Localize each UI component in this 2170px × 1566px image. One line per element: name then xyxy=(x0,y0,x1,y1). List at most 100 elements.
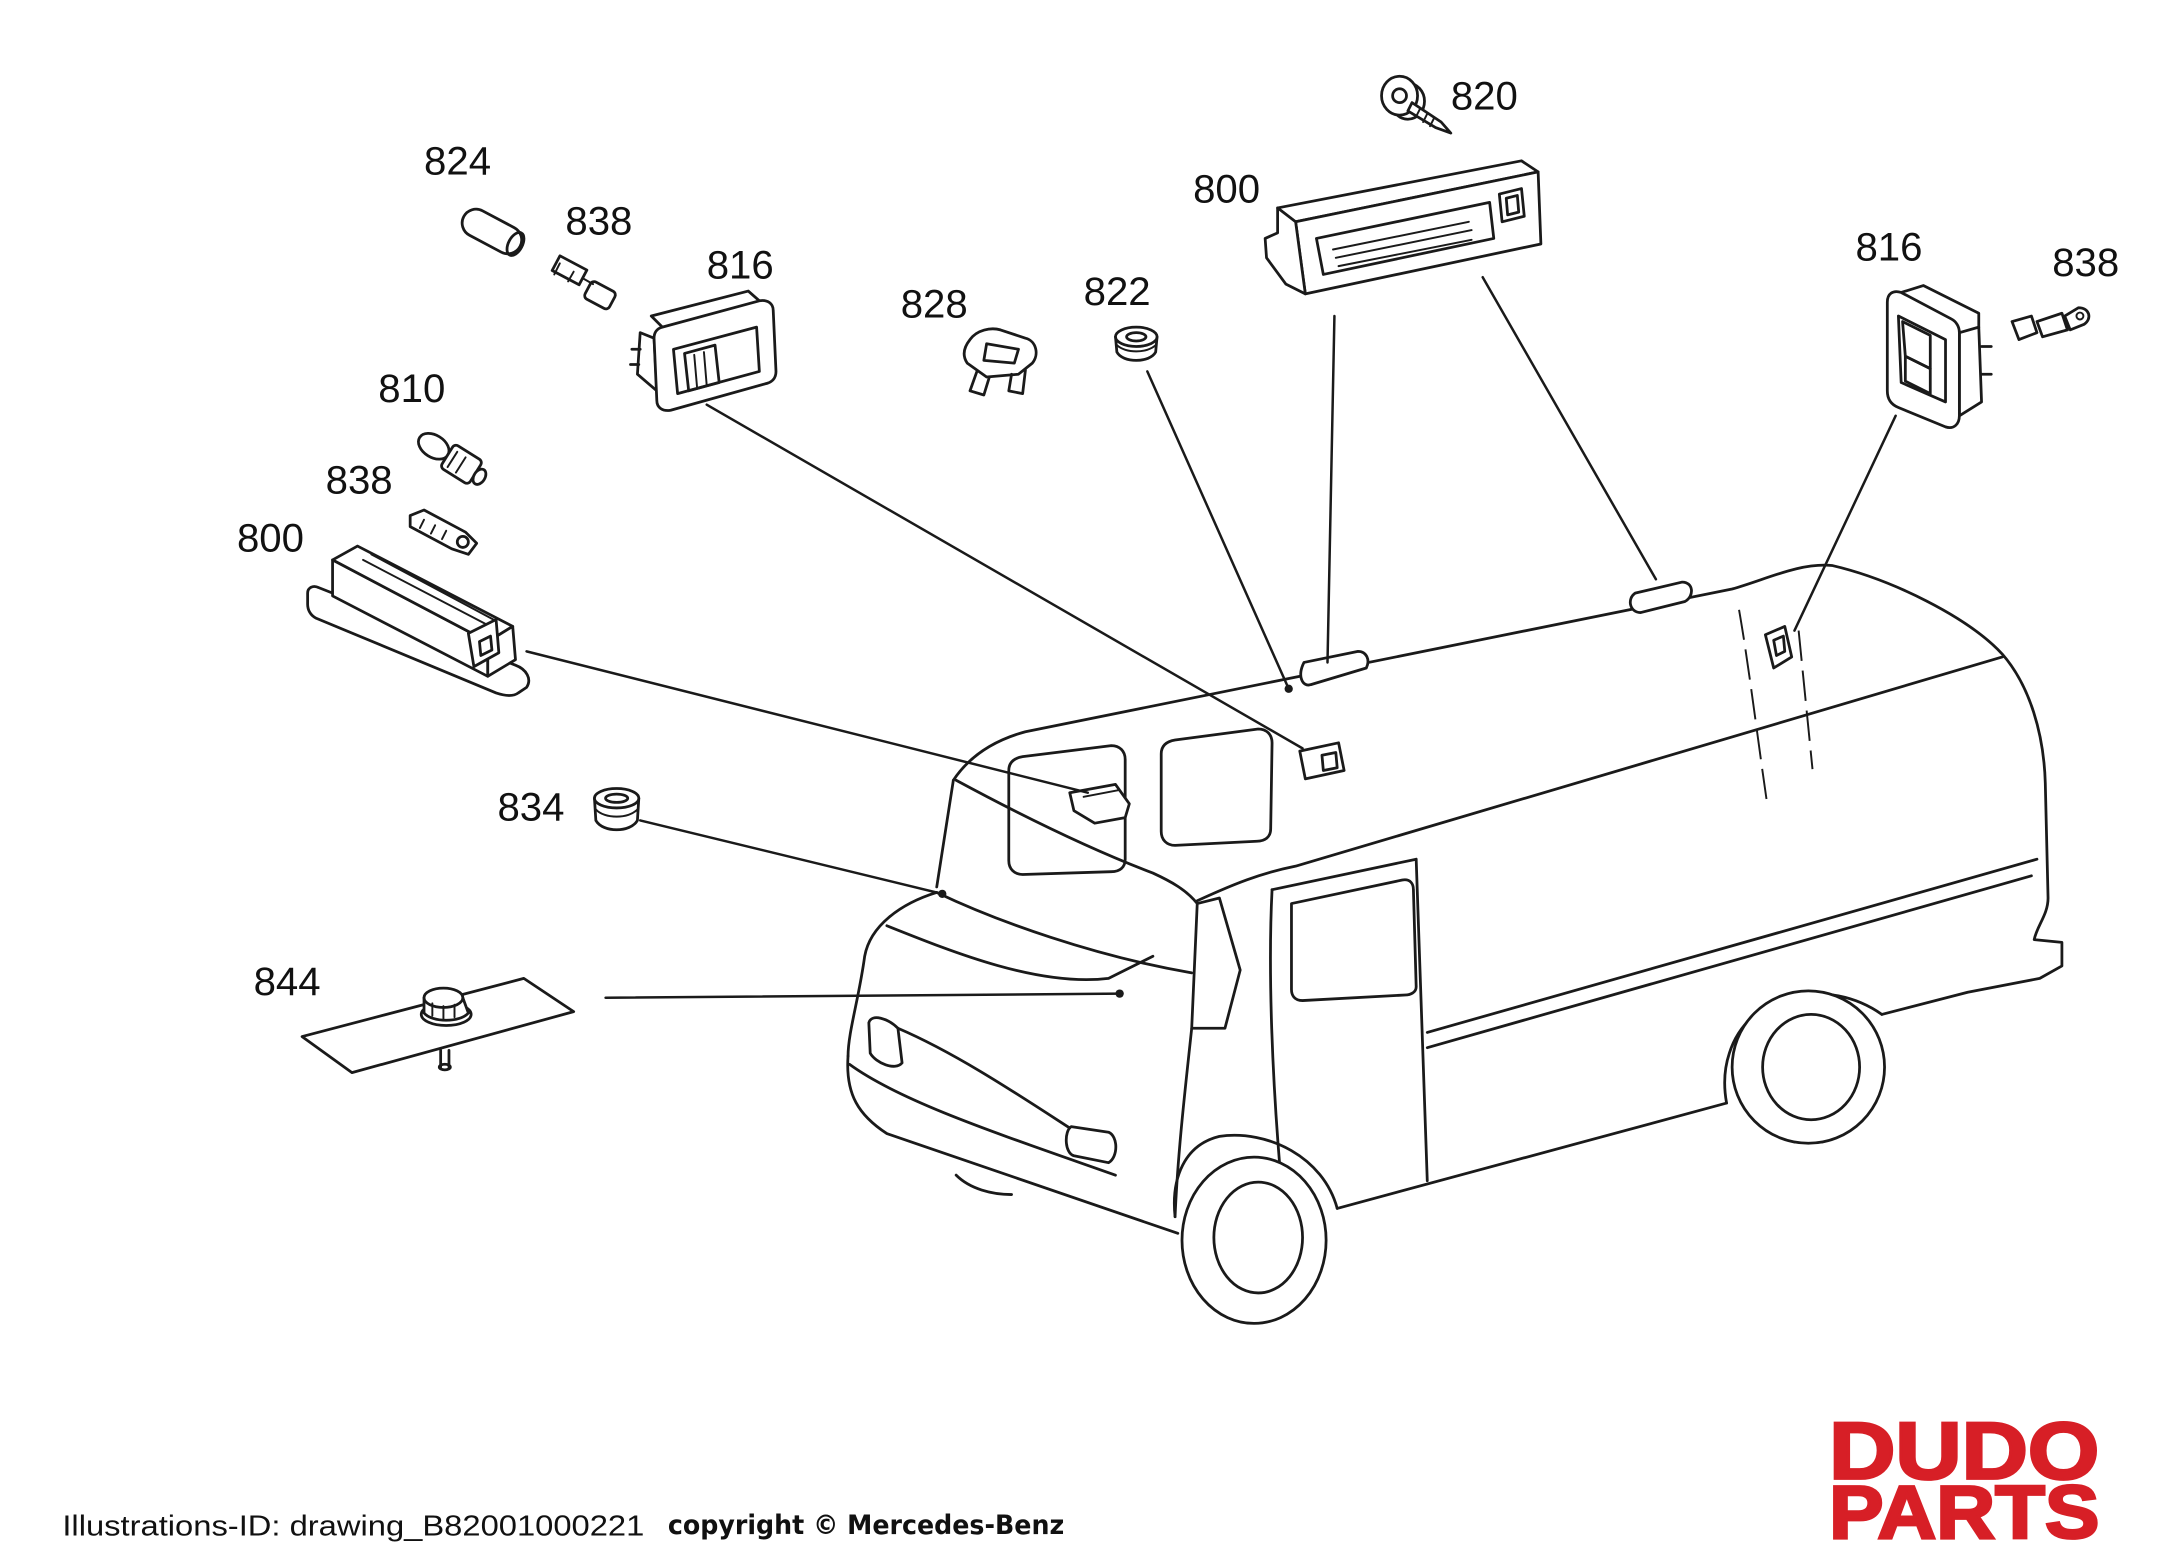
illustration-id: Illustrations-ID: drawing_B82001000221 xyxy=(62,1510,644,1542)
callout-822: 822 xyxy=(1084,269,1151,314)
part-816-left-drawing xyxy=(629,289,778,412)
part-800-left-switch xyxy=(466,618,501,668)
callout-810: 810 xyxy=(378,366,445,411)
van-far-a-pillar xyxy=(935,778,955,889)
van-front-interior-lamp-lens xyxy=(1082,788,1121,798)
van-roof-lamp-front-location xyxy=(1299,649,1370,687)
part-816-right-drawing xyxy=(1885,284,1993,429)
van-drawing xyxy=(846,563,2064,1325)
part-816-right-housing-back xyxy=(1957,325,1983,418)
van-side-sill xyxy=(1335,1101,1728,1210)
van-far-window-front xyxy=(1007,744,1127,876)
van-hood-crease xyxy=(885,924,1155,982)
part-816-left-tabs xyxy=(629,347,642,366)
part-800-top-switch xyxy=(1497,187,1526,224)
part-820-threads xyxy=(1415,107,1436,128)
callout-800-left: 800 xyxy=(237,516,304,561)
callout-834: 834 xyxy=(497,784,564,829)
leader-lines xyxy=(525,275,1897,1000)
part-834-top xyxy=(593,787,641,810)
van-near-roof-edge xyxy=(1195,655,2004,903)
callout-816-right: 816 xyxy=(1855,225,1922,270)
van-front-bumper xyxy=(846,1054,1180,1235)
leader-line-816-right xyxy=(1793,414,1897,632)
leader-line-844 xyxy=(604,992,1121,1000)
callout-828: 828 xyxy=(901,281,968,326)
van-cab-door-rear-edge xyxy=(1414,857,1429,1183)
leader-line-822 xyxy=(1146,370,1290,691)
van-near-a-pillar xyxy=(1190,896,1242,1030)
part-838-right-eye-hole xyxy=(2075,311,2085,321)
dudo-parts-logo: DUDO PARTS xyxy=(1828,1405,2101,1555)
part-844-knob-ribs xyxy=(431,1002,456,1020)
part-834-ring xyxy=(594,808,639,818)
part-844-knob-top xyxy=(422,986,465,1009)
van-front-interior-lamp-location xyxy=(1068,783,1131,825)
van-switch-front-rocker xyxy=(1320,751,1339,772)
van-cab-door-top xyxy=(1270,857,1418,892)
part-838-top-crimp xyxy=(553,262,595,286)
part-820-washer xyxy=(1380,74,1419,117)
part-816-left-rocker-shade xyxy=(693,351,708,388)
part-834-drawing xyxy=(593,787,641,832)
van-cab-door-front-edge xyxy=(1269,888,1284,1191)
leader-line-800-top-rear xyxy=(1481,275,1658,581)
part-822-top xyxy=(1114,325,1159,348)
callout-838-top: 838 xyxy=(565,198,632,243)
part-800-top-drawing xyxy=(1263,159,1543,296)
part-816-right-housing-top xyxy=(1899,284,1981,329)
van-switch-rear-rocker xyxy=(1772,634,1787,657)
part-838-top-drawing xyxy=(550,254,617,311)
part-810-drawing xyxy=(417,432,488,486)
part-838-top-sleeve xyxy=(583,280,617,311)
part-838-mid-crimp xyxy=(418,518,448,541)
part-824-end-cap xyxy=(505,231,526,257)
part-828-drawing xyxy=(962,327,1038,397)
part-828-leg-left xyxy=(968,370,991,397)
van-headlight-left xyxy=(867,1016,904,1068)
part-810-base-ribs xyxy=(446,450,467,474)
part-834-hole xyxy=(604,792,630,804)
van-front-rim xyxy=(1212,1180,1304,1295)
van-cowl-line xyxy=(935,891,1194,975)
van-rear-rim xyxy=(1761,1013,1861,1122)
part-822-drawing xyxy=(1114,325,1159,362)
part-816-right-opening xyxy=(1897,314,1947,404)
callout-838-right: 838 xyxy=(2052,240,2119,285)
van-roof-and-rear-outline xyxy=(951,563,2064,1016)
callout-820: 820 xyxy=(1451,74,1518,119)
copyright-notice: copyright © Mercedes-Benz xyxy=(668,1511,1064,1541)
part-838-mid-body xyxy=(408,508,479,556)
van-bumper-upper-line xyxy=(848,1062,1117,1177)
leader-line-816-left xyxy=(705,403,1304,750)
part-844-pin-tip xyxy=(437,1062,452,1072)
van-rear-seam-1 xyxy=(1738,609,1768,802)
part-828-leg-right xyxy=(1007,368,1027,396)
leader-line-800-top-front xyxy=(1326,314,1336,664)
part-816-left-rocker xyxy=(683,343,721,393)
part-800-top-lens xyxy=(1315,201,1496,276)
part-822-ring xyxy=(1115,344,1157,353)
callout-labels: 820 800 824 838 816 828 822 816 838 810 … xyxy=(237,74,2119,1004)
part-816-right-rocker-lower xyxy=(1903,354,1932,396)
part-816-left-opening xyxy=(672,325,761,396)
part-838-right-body xyxy=(2035,311,2069,339)
part-800-top-switch-rocker xyxy=(1504,194,1521,217)
van-side-molding-lower xyxy=(1425,874,2033,1050)
part-838-top-body xyxy=(550,254,589,287)
callout-824: 824 xyxy=(424,139,491,184)
van-cab-door-window xyxy=(1290,878,1418,1002)
part-810-contact xyxy=(471,467,488,486)
part-838-right-sleeve xyxy=(2010,314,2039,341)
part-820-head-recess xyxy=(1391,87,1408,105)
part-816-left-housing-top xyxy=(649,289,761,329)
logo-line-dudo: DUDO xyxy=(1829,1407,2099,1497)
part-838-mid-drawing xyxy=(408,508,479,556)
van-grille-top-line xyxy=(896,1026,1072,1130)
van-headlight-right xyxy=(1064,1125,1118,1165)
part-800-top-end-cap xyxy=(1263,206,1307,296)
part-838-mid-eye xyxy=(455,534,470,549)
van-far-window-rear xyxy=(1159,727,1274,847)
part-838-right-drawing xyxy=(2010,306,2091,341)
